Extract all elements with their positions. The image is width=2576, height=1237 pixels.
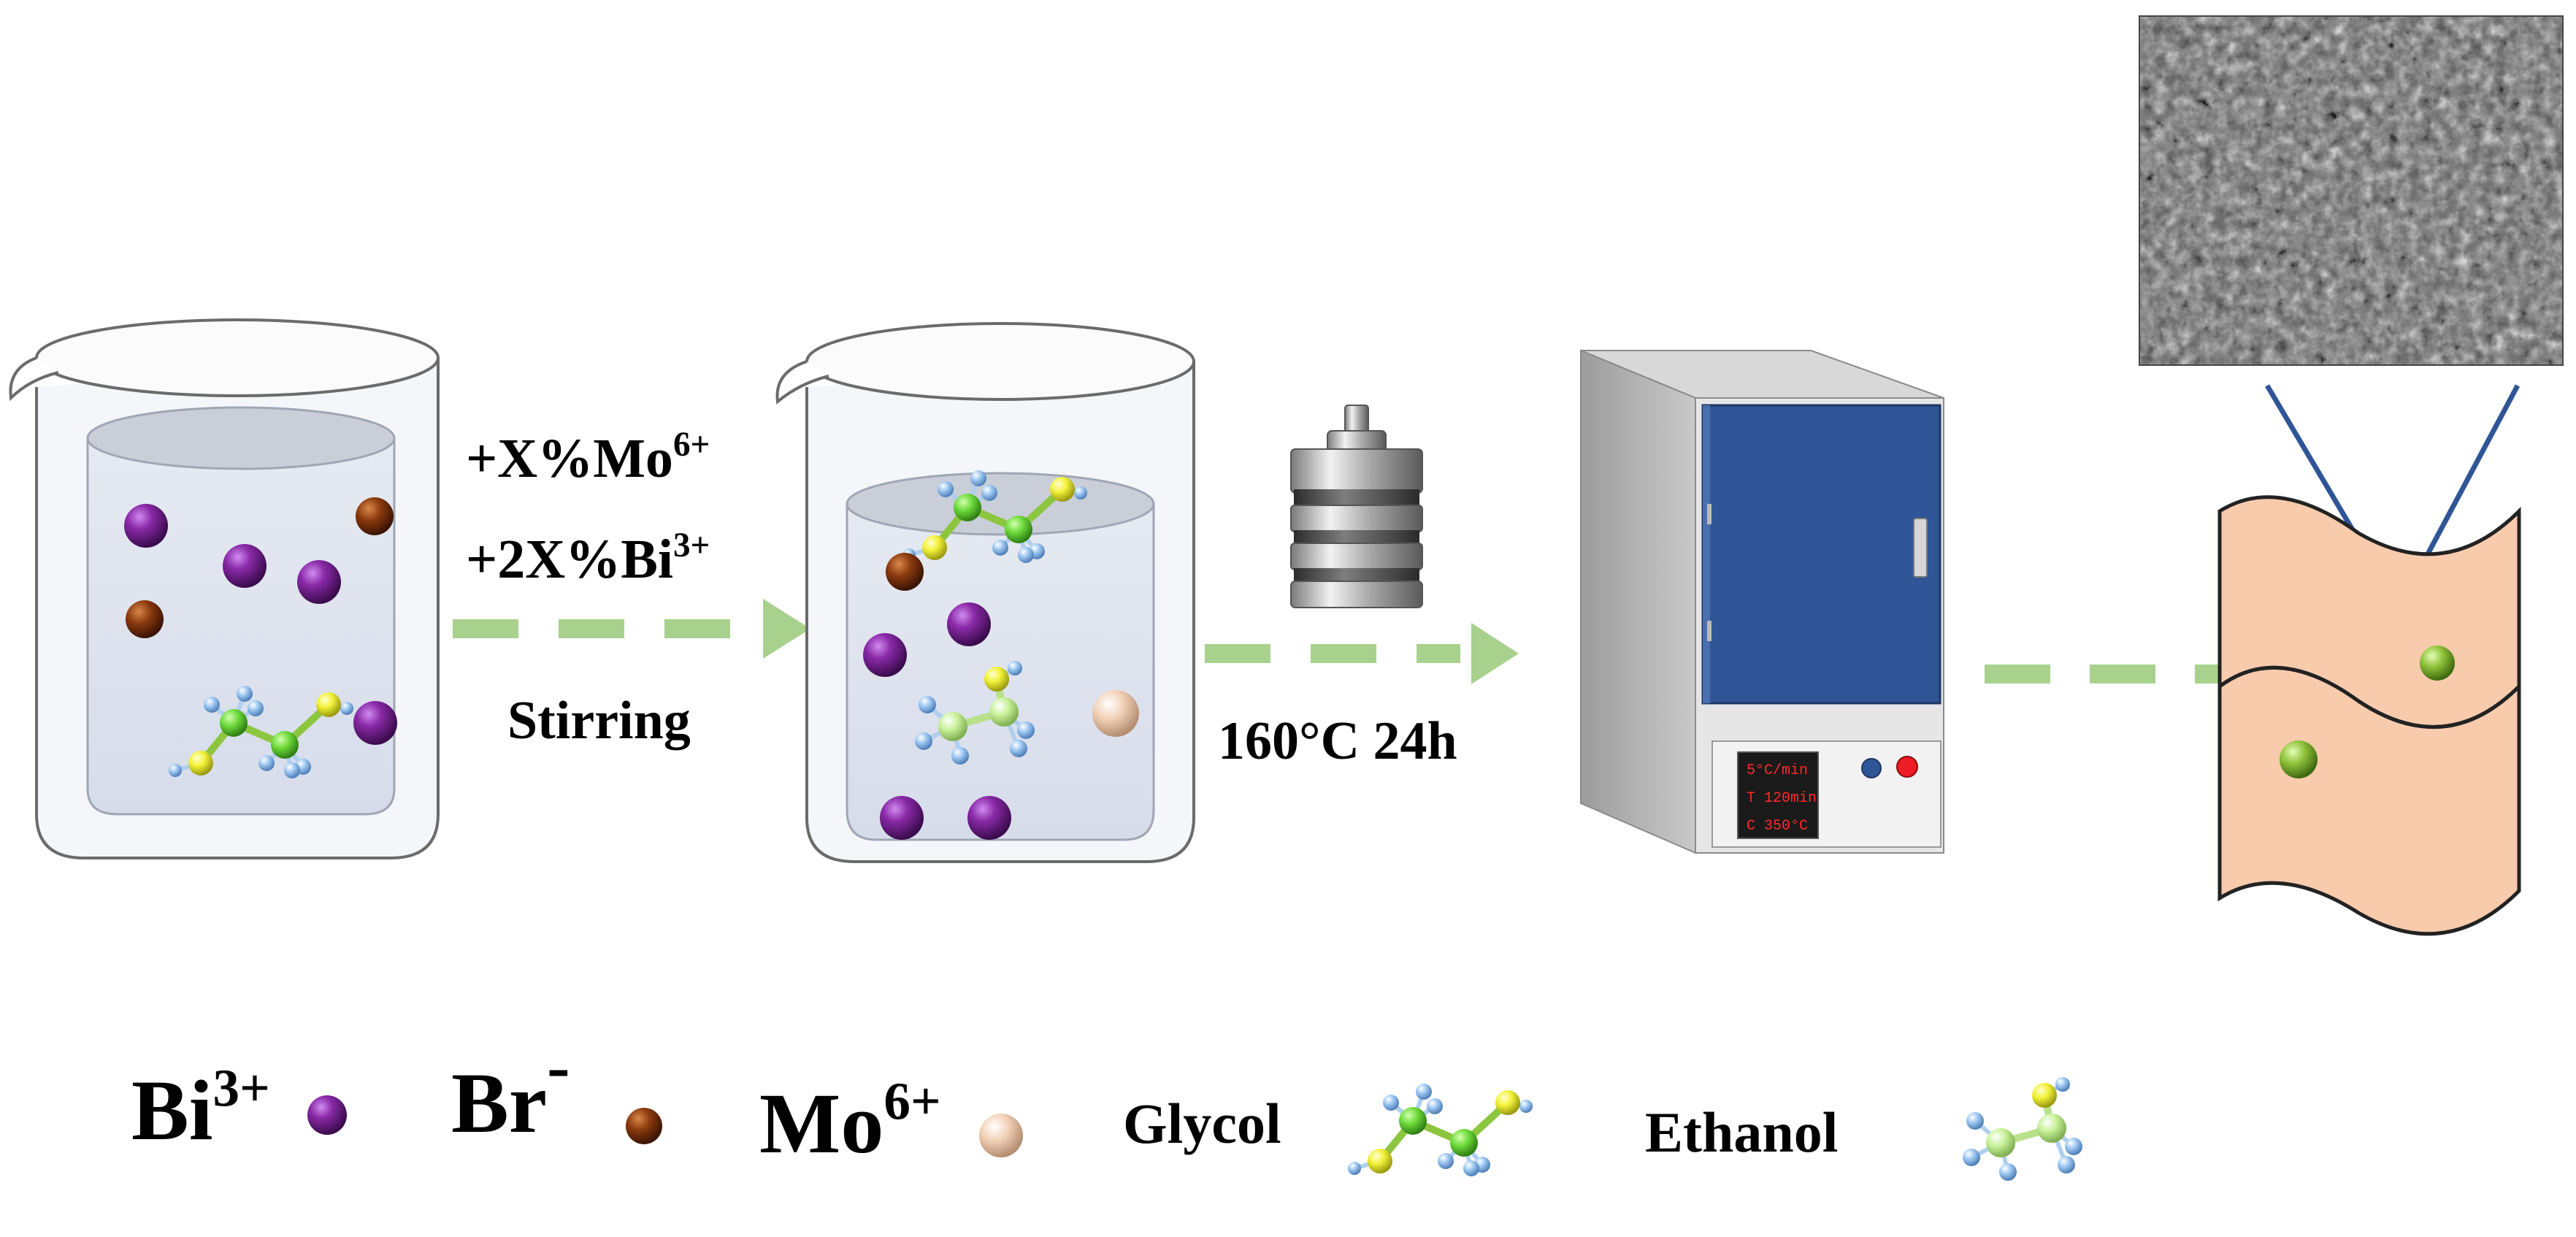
additive-mo-label: +X%Mo6+ bbox=[466, 425, 710, 489]
legend bbox=[307, 1077, 2082, 1181]
mo-ion bbox=[1092, 690, 1139, 737]
beaker-1 bbox=[9, 318, 440, 859]
br-ion bbox=[886, 553, 924, 591]
oven-display bbox=[1737, 751, 1819, 839]
oven-display-line2: T 120min bbox=[1747, 790, 1817, 807]
legend-br-ion bbox=[626, 1108, 662, 1144]
bi-ion bbox=[880, 796, 924, 840]
nanosheet-icon bbox=[2217, 495, 2521, 936]
legend-mo-ion bbox=[979, 1114, 1023, 1157]
sem-image bbox=[2139, 15, 2564, 366]
oven-icon: 5°C/min T 120min C 350°C bbox=[1580, 349, 1944, 854]
oven-blue-button bbox=[1861, 758, 1882, 778]
hydrothermal-condition-label: 160°C 24h bbox=[1218, 711, 1457, 771]
legend-br-label: Br- bbox=[451, 1028, 570, 1151]
additive-bi-label: +2X%Bi3+ bbox=[466, 526, 710, 590]
product-dot bbox=[2420, 646, 2455, 681]
legend-glycol-molecule bbox=[1348, 1084, 1533, 1176]
legend-bi-ion bbox=[307, 1095, 347, 1135]
oven-red-button bbox=[1896, 756, 1918, 778]
bi-ion bbox=[353, 701, 397, 745]
br-ion bbox=[356, 497, 394, 535]
beaker-2 bbox=[775, 322, 1195, 863]
product-dot bbox=[2280, 740, 2318, 778]
arrow-1 bbox=[453, 599, 810, 659]
autoclave-icon bbox=[1290, 405, 1423, 608]
oven-display-line3: C 350°C bbox=[1747, 818, 1808, 835]
legend-ethanol-label: Ethanol bbox=[1645, 1100, 1839, 1164]
legend-glycol-label: Glycol bbox=[1123, 1092, 1281, 1155]
oven-display-line1: 5°C/min bbox=[1747, 762, 1808, 779]
stirring-label: Stirring bbox=[507, 691, 691, 751]
bi-ion bbox=[967, 796, 1011, 840]
bi-ion bbox=[863, 633, 907, 677]
legend-mo-label: Mo6+ bbox=[759, 1071, 941, 1171]
legend-bi-label: Bi3+ bbox=[131, 1058, 270, 1158]
legend-ethanol-molecule bbox=[1963, 1077, 2082, 1181]
bi-ion bbox=[124, 504, 168, 548]
bi-ion bbox=[297, 560, 341, 604]
br-ion bbox=[126, 600, 164, 638]
bi-ion bbox=[223, 544, 267, 588]
bi-ion bbox=[947, 602, 991, 646]
arrow-2 bbox=[1205, 623, 1519, 684]
